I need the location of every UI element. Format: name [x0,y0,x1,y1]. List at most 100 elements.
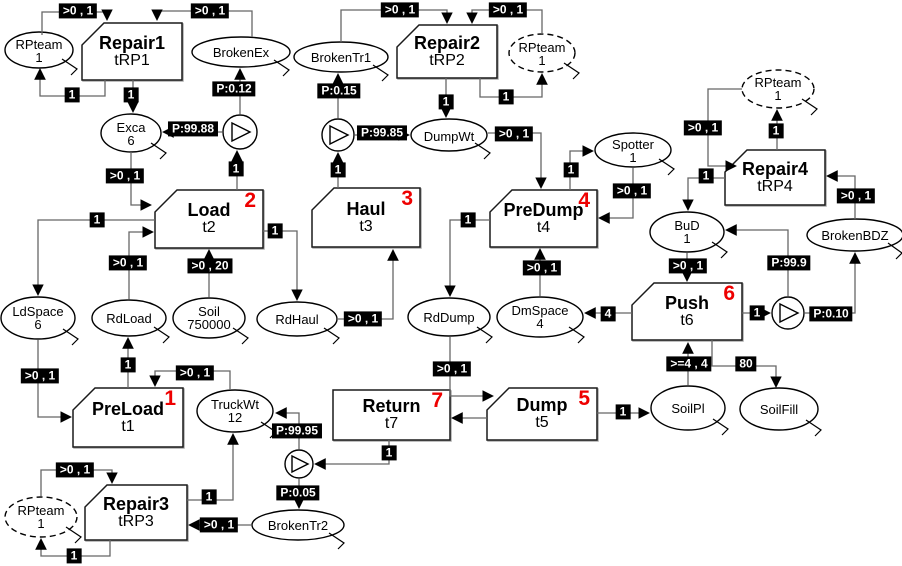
queue-label: BrokenTr1 [310,49,372,65]
queue-spotter: Spotter 1 [595,134,671,168]
queue-label: LdSpace [12,304,64,319]
link-label-return-fork4: 1 [381,445,397,461]
queue-tail [372,64,389,82]
queue-rpteam4: RPteam 1 [742,70,814,108]
queue-exca: Exca 6 [101,115,161,153]
probability-fork-icon [284,449,314,479]
link-label-fork3-brokenbdz: P:0.10 [809,306,853,322]
activity-name: Haul [346,198,386,219]
link-label-rpteam3-repair3: >0 , 1 [55,462,95,478]
queue-tail [61,58,78,76]
link-rdhaul-haul [337,249,399,320]
queue-label: Spotter [612,137,654,152]
queue-brokenex: BrokenEx [192,37,290,67]
queue-ellipse-brokenex [191,36,291,68]
queue-label: BuD [674,218,700,233]
queue-count: 1 [37,516,45,531]
queue-label: SoilPl [671,400,705,416]
link-label-fork4-truckwt: P:99.95 [271,423,323,439]
link-label-rpteam4-repair4: >0 , 1 [683,120,723,136]
link-brokenbdz-repair4 [826,170,856,219]
activity-name: Push [664,292,709,313]
link-label-fork2-brokentr1: P:0.15 [317,83,361,99]
link-return-fork4 [314,440,390,470]
link-label-soilpl-push: >=4 , 4 [666,356,712,372]
queue-tail [568,326,585,344]
queue-tail [563,62,580,80]
queue-count: 750000 [187,317,231,332]
link-label-exca-load: >0 , 1 [105,168,145,184]
activity-preload: PreLoad t1 1 [73,387,183,447]
queue-tail [323,327,340,345]
queue-label: RdHaul [275,311,319,327]
queue-soilfill: SoilFill [740,388,818,430]
queue-ldspace: LdSpace 6 [1,297,75,339]
queue-soilpl: SoilPl [651,386,725,430]
activity-name: Load [187,200,231,221]
link-label-repair4-bud: 1 [698,168,714,184]
link-label-load-rdhaul: 1 [267,223,283,239]
link-label-ldspace-preload: >0 , 1 [20,368,60,384]
activity-dump: Dump t5 5 [487,387,597,440]
activity-box-predump [489,189,598,248]
queue-ellipse-truckwt [196,389,274,433]
queue-ellipse-soilfill [739,387,819,431]
queue-count: 1 [774,88,782,103]
queue-label: Soil [198,304,220,319]
link-label-repair2-rpteam2: 1 [498,89,514,105]
link-label-dmspace-predump: >0 , 1 [522,260,562,276]
activity-duration: tRP4 [757,177,793,195]
activity-repair2: Repair2 tRP2 [397,25,497,78]
queue-ellipse-soilpl [650,385,726,431]
activity-name: Repair2 [413,32,481,53]
queue-tail [711,241,728,259]
activity-number: 5 [578,387,590,410]
queue-tail [476,326,493,344]
queue-rddump: RdDump [408,298,490,336]
queue-label: RPteam [754,75,802,90]
queue-tail [153,326,170,344]
queue-count: 1 [35,50,43,65]
activity-haul: Haul t3 3 [312,187,420,247]
activity-number: 4 [578,189,590,212]
queue-ellipse-rpteam4 [741,69,815,109]
activity-duration: t5 [535,414,549,432]
queue-label: RPteam [15,37,63,52]
queue-tail [658,158,675,176]
activity-number: 2 [244,189,256,212]
queue-count: 6 [34,317,42,332]
link-label-repair4-rpteam4: 1 [768,123,784,139]
queue-rdhaul: RdHaul [257,302,337,336]
link-label-repair1-exca: 1 [123,87,139,103]
queue-truckwt: TruckWt 12 [197,390,273,432]
queue-brokentr2: BrokenTr2 [252,510,344,540]
link-rdload-load [128,226,154,299]
activity-name: Dump [516,395,568,416]
activity-box-repair2 [396,24,498,79]
queue-brokentr1: BrokenTr1 [294,42,388,72]
activity-duration: tRP2 [429,51,465,69]
link-label-repair3-truckwt: 1 [201,489,217,505]
link-label-predump-rddump: 1 [460,212,476,228]
activity-box-push [631,282,743,341]
queue-rpteam3: RPteam 1 [5,497,77,537]
activity-repair4: Repair4 tRP4 [725,150,825,205]
link-label-fork2-dumpwt: P:99.85 [356,125,408,141]
queue-tail [805,419,822,437]
queue-label: BrokenTr2 [267,517,329,533]
queue-label: DumpWt [423,128,475,144]
queue-ellipse-ldspace [0,296,76,340]
queue-tail [712,418,729,436]
link-rddump-dump [449,337,494,402]
link-label-push-soilfill: 80 [735,356,757,372]
link-label-rdhaul-haul: >0 , 1 [343,311,383,327]
activity-duration: tRP3 [118,512,154,530]
activity-box-preload [72,387,184,448]
link-label-rdload-load: >0 , 1 [108,255,148,271]
queue-tail [887,242,902,260]
activity-duration: tRP1 [114,51,150,69]
link-label-dumpwt-predump: >0 , 1 [494,126,534,142]
queue-label: DmSpace [511,303,569,318]
link-label-spotter-predump: >0 , 1 [612,183,652,199]
